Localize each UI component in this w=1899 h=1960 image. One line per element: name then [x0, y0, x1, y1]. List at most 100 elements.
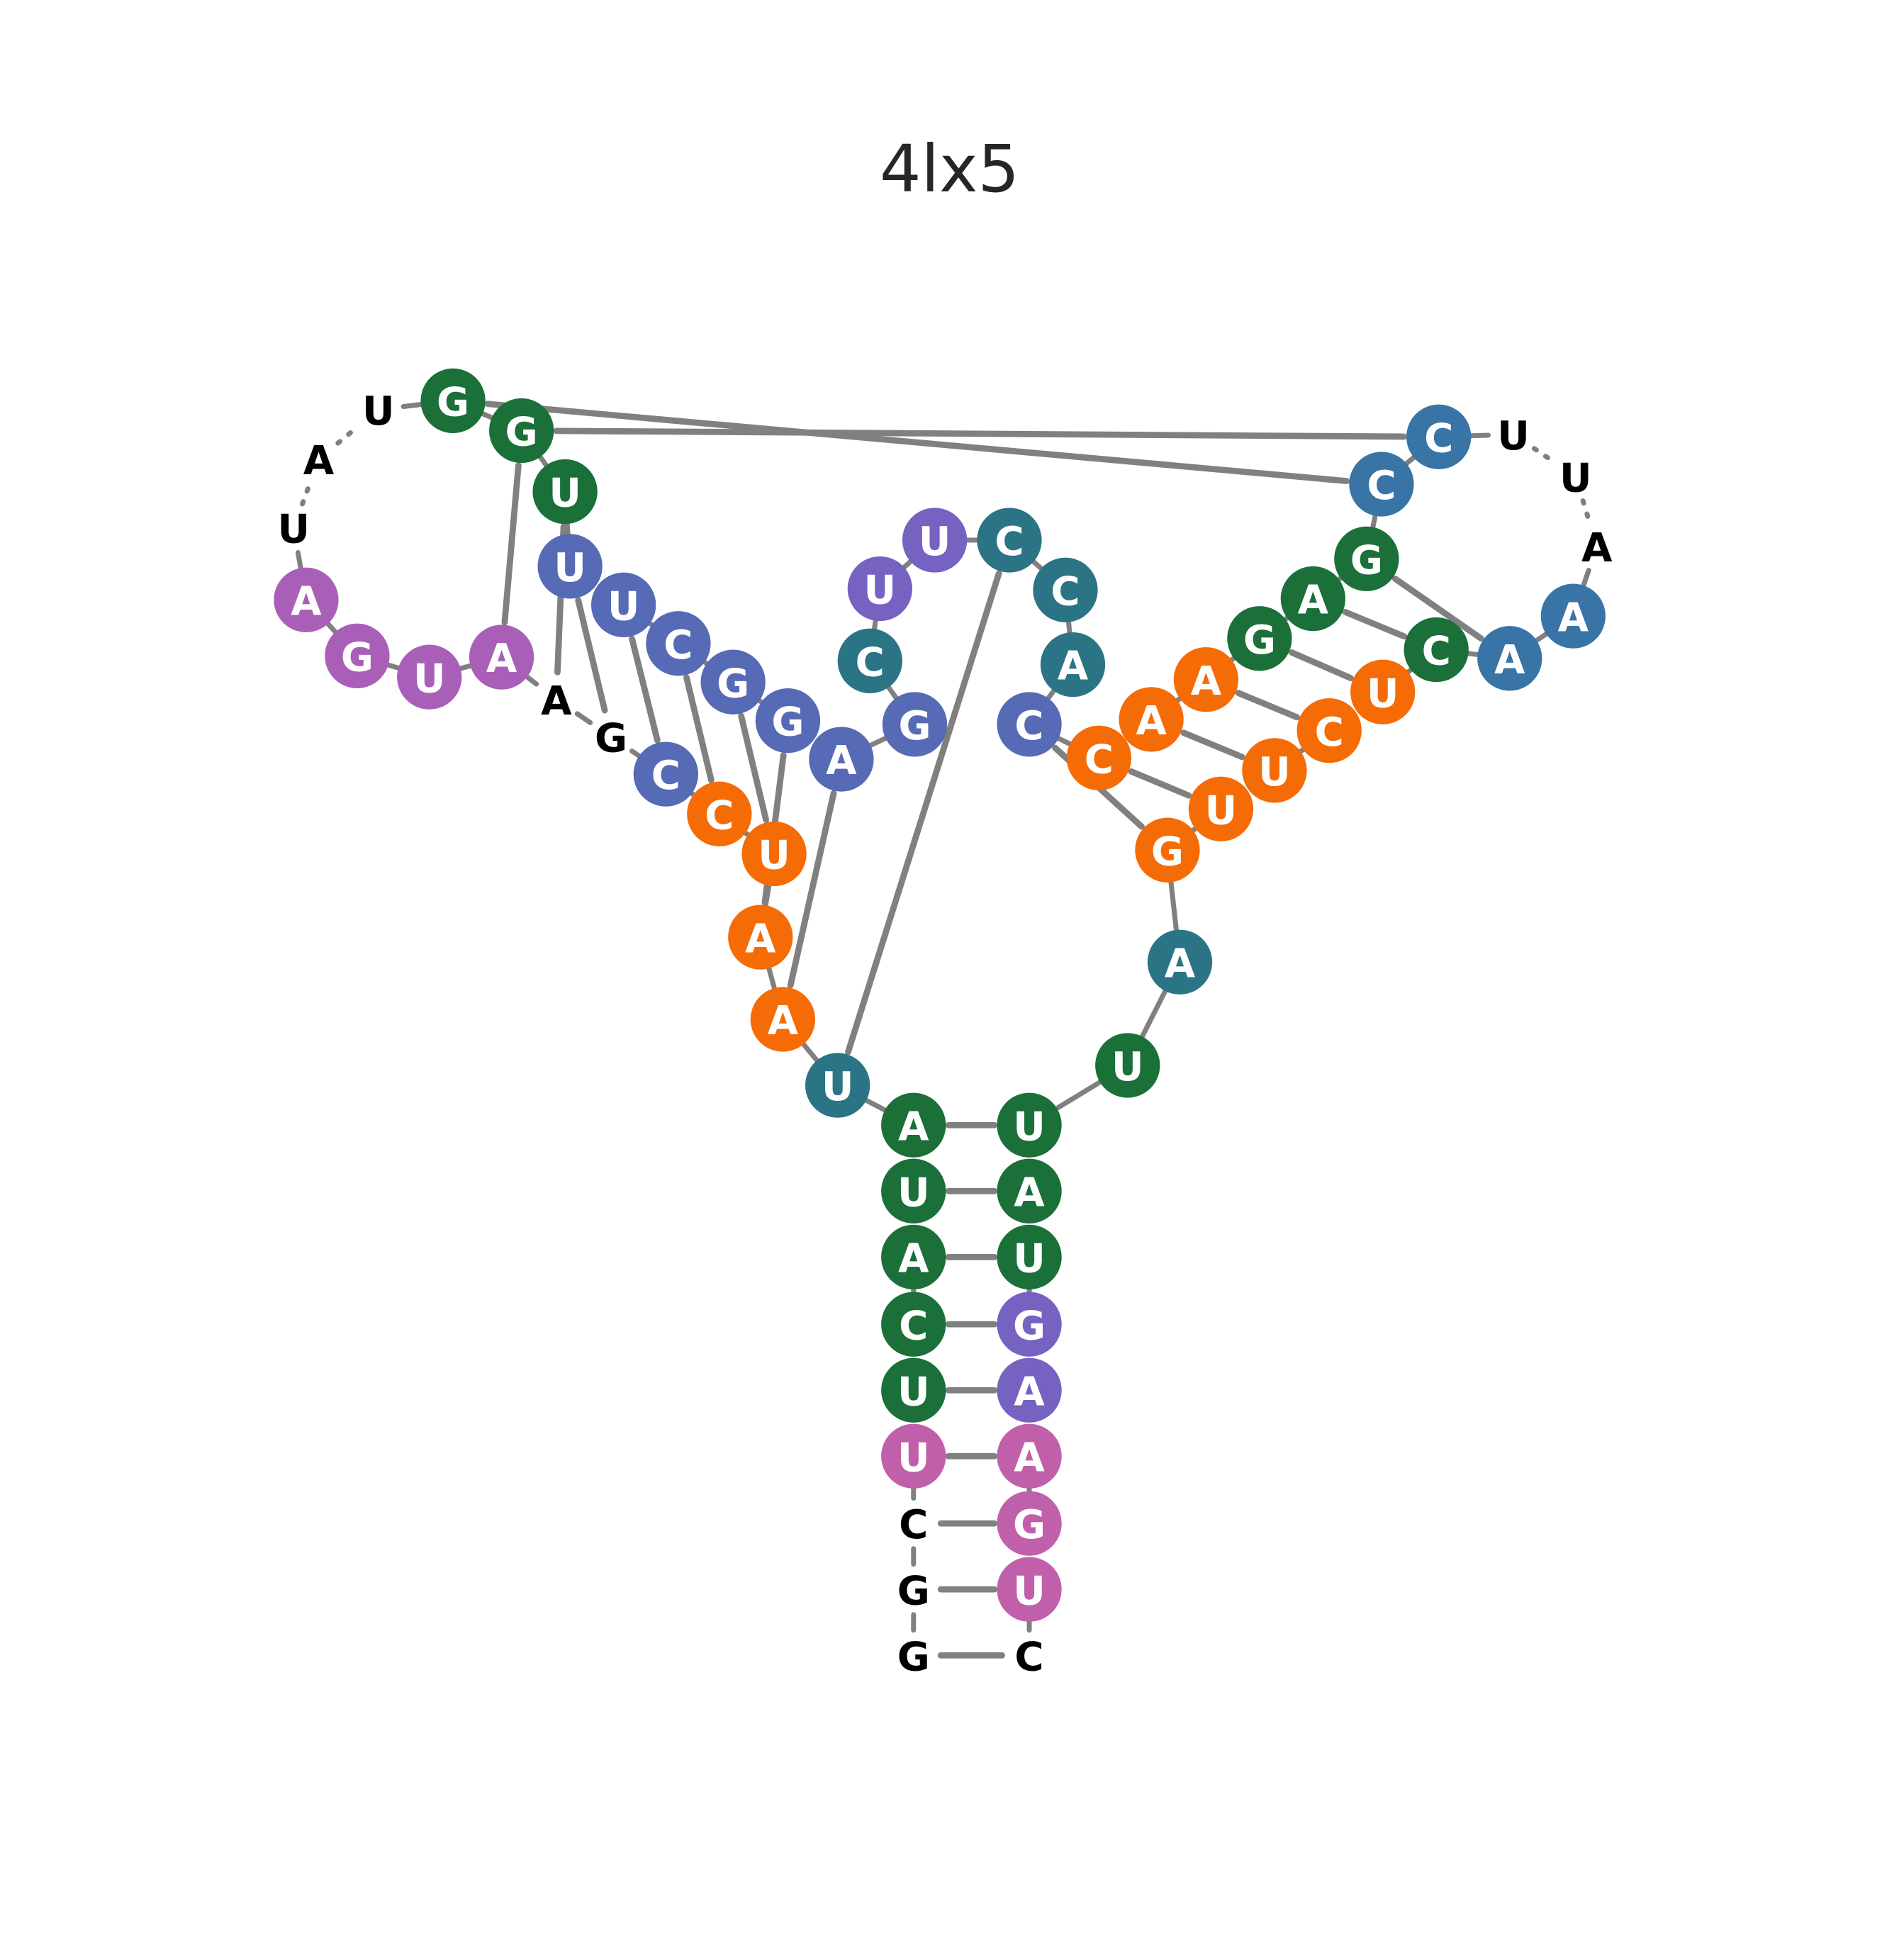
nucleotide-letter: U: [897, 1435, 930, 1481]
nucleotide: G: [489, 398, 554, 464]
nucleotide-circle: [997, 1357, 1062, 1423]
nucleotide-letter: C: [1422, 629, 1451, 675]
nucleotide-letter: C: [899, 1303, 928, 1349]
nucleotide-circle: [1033, 557, 1098, 622]
base-pair-line: [1391, 576, 1484, 642]
nucleotide-circle: [1227, 606, 1292, 671]
backbone-segment: [801, 1041, 820, 1063]
backbone-segment: [458, 663, 474, 671]
nucleotide-letter: G: [771, 700, 804, 746]
nucleotide: C: [881, 1292, 946, 1357]
backbone-segment: [1466, 651, 1480, 657]
backbone-segment: [1046, 688, 1057, 701]
nucleotide-circle: [1173, 647, 1239, 712]
nucleotide-circle: [741, 821, 807, 887]
nucleotide-circle: [1242, 738, 1307, 803]
nucleotide-letter: A: [303, 438, 335, 484]
nucleotide-letter: C: [1367, 463, 1396, 509]
nucleotide: U: [397, 644, 462, 710]
nucleotide: A: [1540, 583, 1606, 649]
diagram-title: 4lx5: [879, 131, 1020, 207]
nucleotide-letter: G: [595, 716, 627, 762]
nucleotide: U: [1242, 738, 1307, 803]
nucleotide-letter: U: [919, 519, 951, 565]
nucleotide-letter: A: [1298, 578, 1329, 624]
nucleotide: U: [997, 1557, 1062, 1622]
backbone-segment: [386, 662, 401, 671]
nucleotide: C: [1066, 725, 1132, 790]
nucleotide: C: [1014, 1634, 1043, 1680]
nucleotide-letter: A: [898, 1104, 929, 1150]
backbone-segment: [574, 711, 593, 725]
nucleotide-letter: U: [607, 583, 640, 629]
nucleotide-letter: A: [1558, 595, 1589, 641]
nucleotide: C: [646, 611, 711, 676]
nucleotide: A: [997, 1423, 1062, 1489]
nucleotide-circle: [489, 398, 554, 464]
nucleotide-circle: [902, 508, 968, 573]
nucleotide-circle: [847, 556, 913, 622]
nucleotide-letter: A: [1014, 1170, 1045, 1216]
backbone-segment: [868, 735, 888, 748]
nucleotide: A: [1173, 647, 1239, 712]
backbone-segment: [1580, 498, 1592, 525]
backbone-segment: [872, 618, 878, 632]
backbone-segment: [1055, 736, 1072, 746]
nucleotide-letter: C: [705, 793, 734, 839]
backbone-segment: [1336, 576, 1343, 582]
nucleotide-letter: G: [897, 1568, 930, 1614]
nucleotide-letter: U: [864, 568, 897, 614]
nucleotide-circle: [997, 1423, 1062, 1489]
nucleotide-circle: [977, 508, 1042, 573]
nucleotide: U: [881, 1158, 946, 1223]
backbone-segment: [1468, 432, 1491, 439]
nucleotide: G: [897, 1568, 930, 1614]
nucleotide: A: [1581, 525, 1613, 571]
nucleotide-circle: [1188, 776, 1254, 841]
base-pair-line: [1180, 729, 1245, 761]
nucleotide-letter: U: [1497, 413, 1530, 459]
nucleotide-circle: [997, 1557, 1062, 1622]
nucleotide-letter: U: [897, 1170, 930, 1216]
nucleotide-letter: U: [1013, 1568, 1046, 1614]
nucleotide-circle: [997, 1224, 1062, 1290]
nucleotide: U: [1559, 456, 1592, 502]
backbone-segment: [1175, 696, 1182, 703]
nucleotide-circle: [1119, 687, 1184, 752]
base-pair-line: [629, 635, 661, 744]
nucleotide-letter: U: [1013, 1236, 1046, 1282]
nucleotide-letter: C: [651, 753, 680, 799]
nucleotide-circle: [728, 905, 793, 970]
nucleotide: G: [325, 623, 390, 688]
nucleotide-letter: A: [826, 738, 857, 784]
backbone-segment: [647, 621, 655, 627]
nucleotide-letter: C: [663, 622, 693, 668]
nucleotide-circle: [1147, 929, 1213, 995]
nucleotide-circle: [997, 692, 1062, 757]
backbone-segment: [1534, 631, 1549, 644]
nucleotide: A: [469, 625, 534, 690]
backbone-segment: [335, 422, 362, 446]
nucleotide: U: [741, 821, 807, 887]
nucleotide-letter: U: [278, 507, 310, 553]
nucleotide-circle: [1040, 632, 1106, 698]
nucleotide: G: [700, 649, 766, 715]
nucleotide-circle: [1540, 583, 1606, 649]
nucleotide-letter: U: [1205, 788, 1238, 834]
nucleotide: U: [278, 507, 310, 553]
nucleotide-circle: [1406, 404, 1472, 469]
nucleotide: U: [881, 1357, 946, 1423]
nucleotide-circle: [1349, 452, 1414, 517]
backbone-segment: [1031, 559, 1044, 571]
nucleotide: C: [1296, 698, 1362, 763]
nucleotide-letter: A: [1494, 637, 1525, 683]
backbone-segment: [886, 685, 899, 701]
nucleotide: U: [881, 1423, 946, 1489]
nucleotide: C: [899, 1502, 928, 1548]
backbone-segment: [1054, 1080, 1103, 1111]
nucleotide-circle: [881, 1423, 946, 1489]
nucleotide: C: [1349, 452, 1414, 517]
nucleotide-circle: [1334, 526, 1399, 592]
nucleotide: G: [997, 1491, 1062, 1556]
nucleotide-circle: [881, 1292, 946, 1357]
